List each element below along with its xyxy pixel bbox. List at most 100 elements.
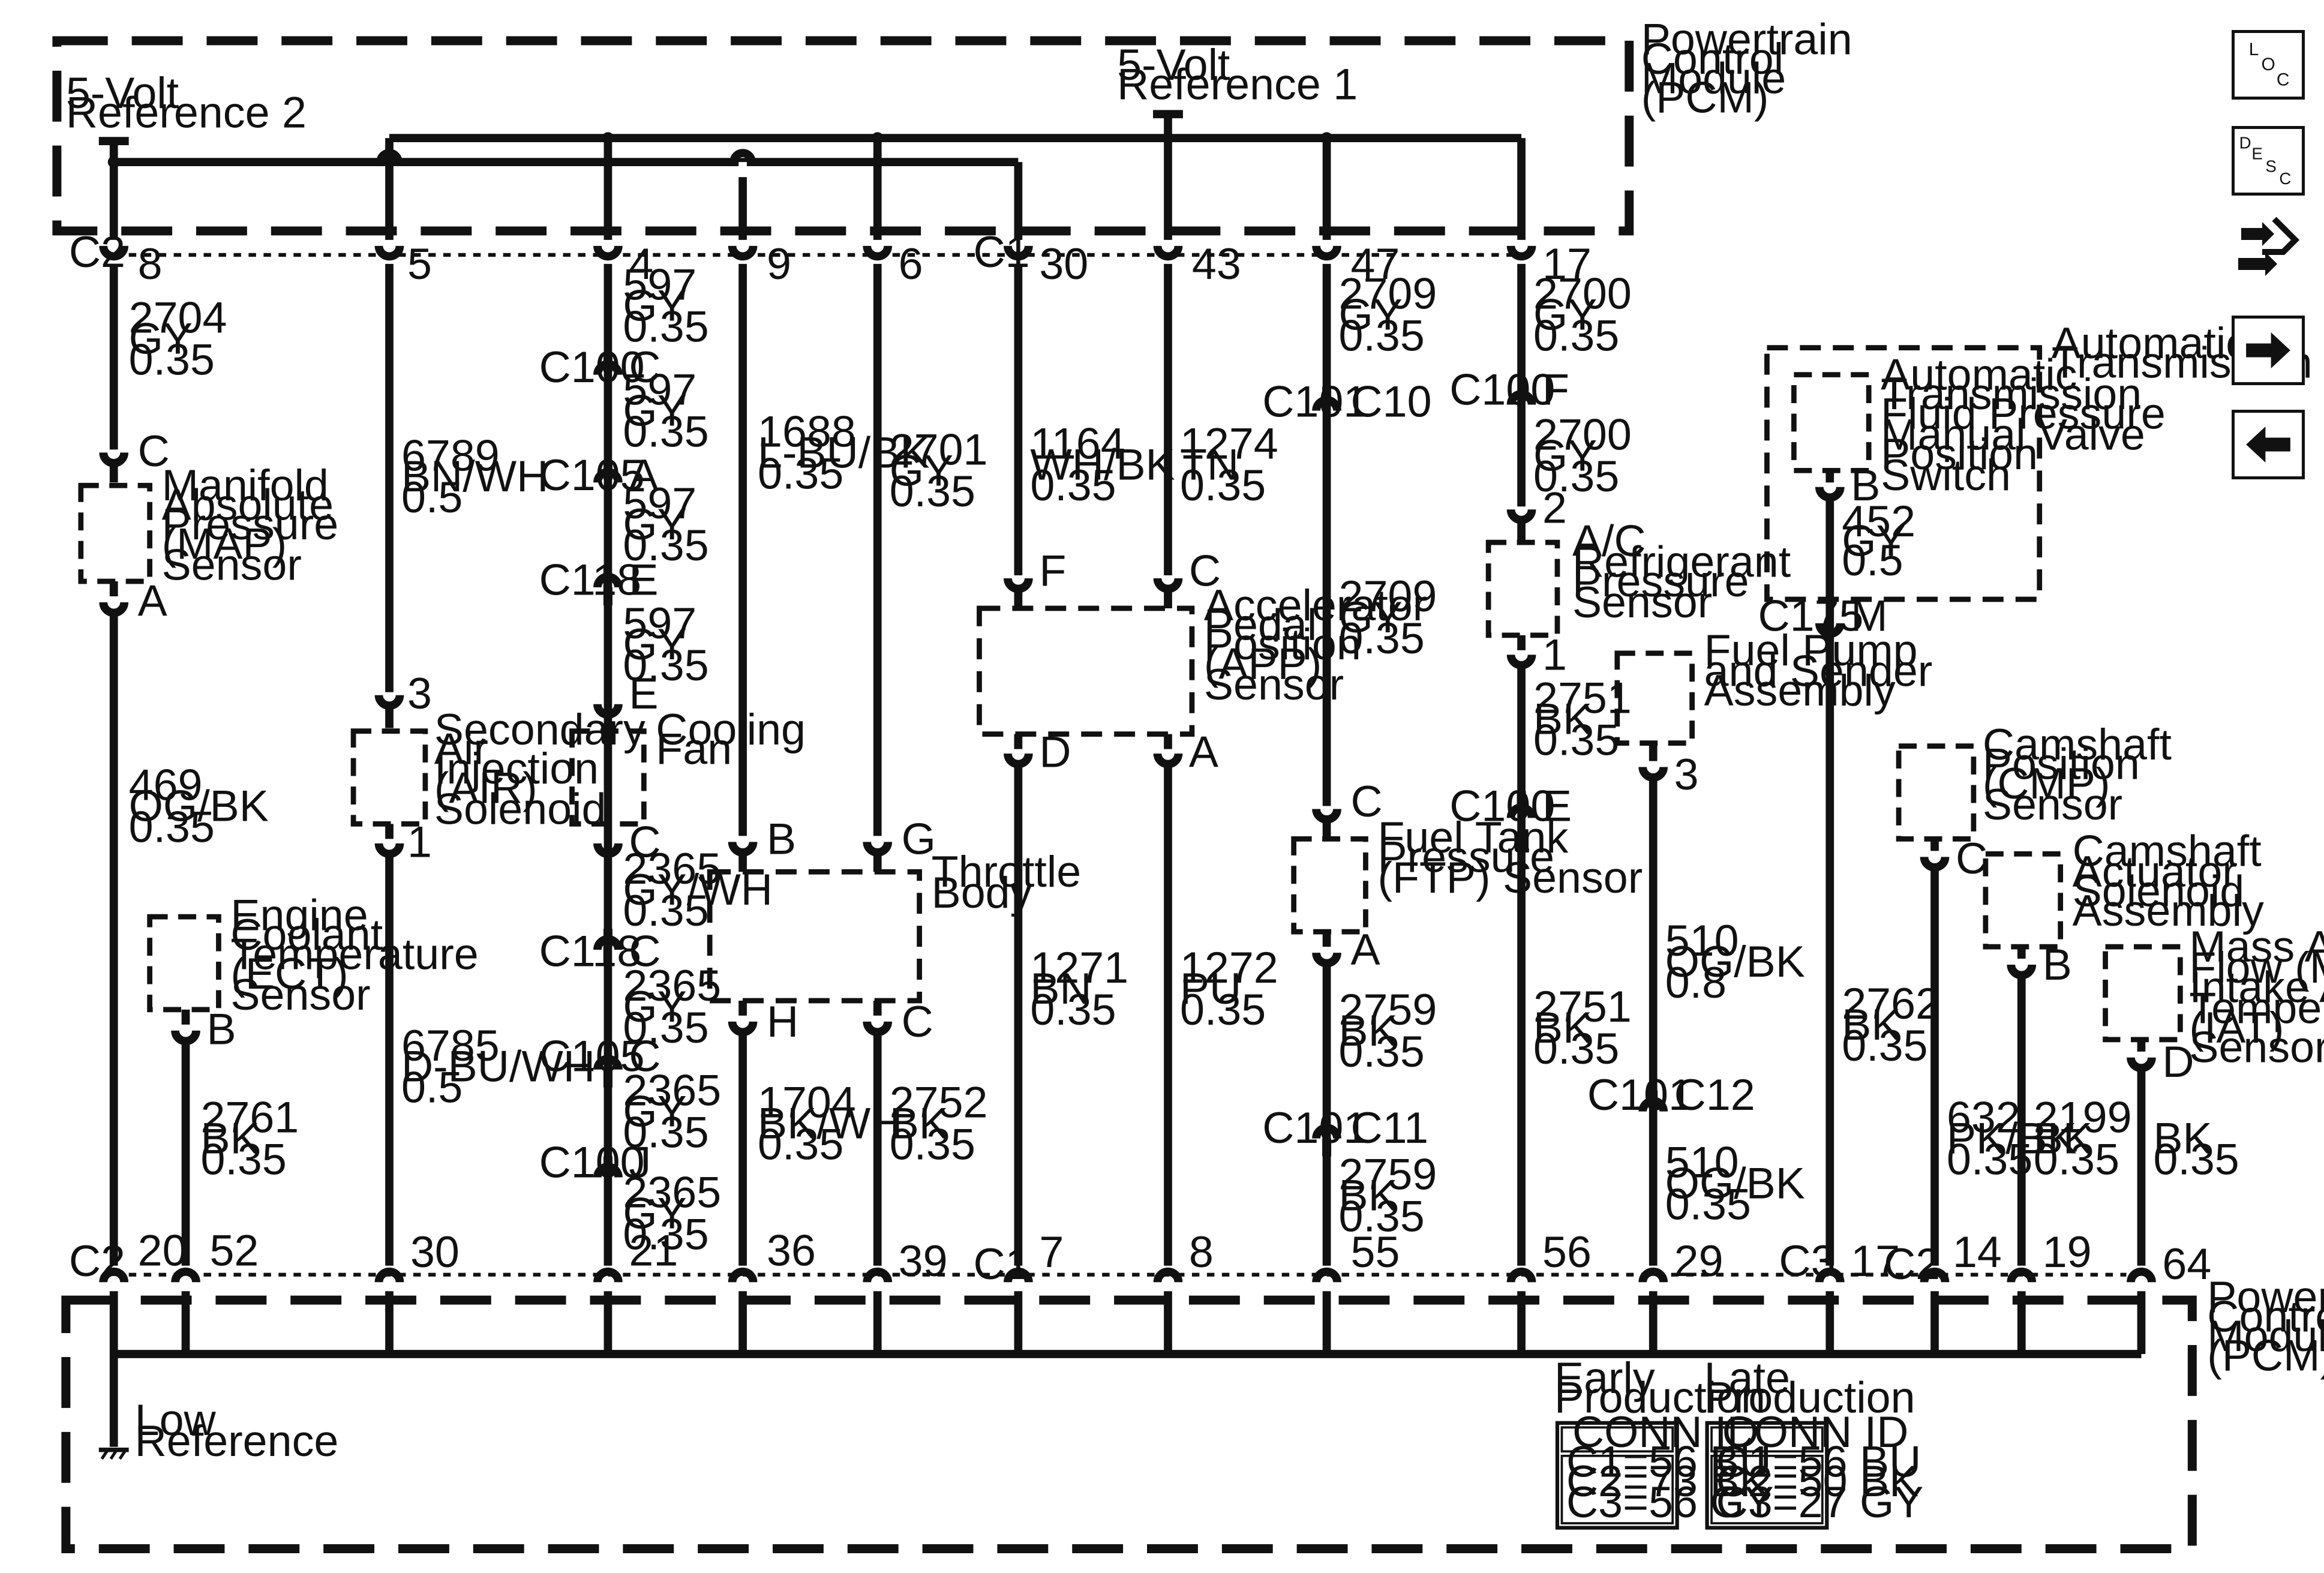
pcm-top-box: Powertrain Control Module (PCM) 5-Volt R… — [52, 14, 1852, 236]
svg-text:D-BU/WH: D-BU/WH — [401, 1041, 595, 1091]
svg-text:4: 4 — [629, 239, 653, 289]
svg-text:(MAP): (MAP) — [162, 519, 287, 569]
svg-text:1272: 1272 — [1180, 942, 1278, 992]
svg-text:G: G — [902, 813, 936, 863]
svg-text:C: C — [629, 926, 660, 976]
svg-text:0.35: 0.35 — [1533, 715, 1619, 765]
svg-text:and Sender: and Sender — [1704, 646, 1933, 696]
loc-button[interactable]: L O C — [2232, 30, 2305, 100]
svg-text:E: E — [2251, 145, 2262, 163]
svg-text:BK: BK — [1533, 694, 1592, 744]
svg-text:2709: 2709 — [1339, 269, 1437, 319]
svg-text:C105: C105 — [539, 450, 645, 500]
previous-page-button[interactable] — [2232, 410, 2305, 479]
svg-text:Pressure: Pressure — [1572, 556, 1749, 606]
pcm-top-label-4: (PCM) — [1641, 73, 1769, 122]
svg-text:0.35: 0.35 — [623, 885, 708, 935]
svg-text:C101: C101 — [1587, 1070, 1693, 1119]
svg-text:BK: BK — [1339, 1005, 1398, 1055]
svg-text:A: A — [1351, 924, 1380, 974]
svg-text:30: 30 — [410, 1227, 460, 1277]
svg-text:0.35: 0.35 — [2153, 1134, 2239, 1184]
svg-text:20: 20 — [138, 1226, 187, 1275]
conn-id-table-early: Early Production CONN ID C1=56 BU C2=73 … — [1554, 1353, 1774, 1530]
svg-text:0.35: 0.35 — [1533, 451, 1619, 501]
svg-text:Air: Air — [434, 724, 488, 774]
svg-text:17: 17 — [1542, 239, 1592, 289]
svg-text:M: M — [1851, 590, 1887, 640]
svg-text:0.35: 0.35 — [1030, 460, 1116, 510]
bottom-pin-36: 36 — [728, 1226, 816, 1283]
svg-text:(ECT): (ECT) — [230, 948, 348, 998]
early-title-1: Early — [1554, 1353, 1655, 1403]
svg-text:0.35: 0.35 — [623, 1107, 708, 1157]
svg-text:GY: GY — [129, 314, 193, 364]
ref1-label-1: 5-Volt — [1117, 40, 1230, 89]
bottom-pin-64: 64 — [2127, 1239, 2211, 1289]
svg-text:C100: C100 — [539, 342, 645, 392]
svg-text:Automatic: Automatic — [2052, 318, 2248, 368]
connector-view-button[interactable] — [2232, 213, 2305, 285]
svg-text:GY: GY — [1533, 290, 1597, 340]
maf-iat-sensor-circuit: Mass Air Flow (MAF)/ Intake Air Temperat… — [2103, 921, 2324, 1266]
svg-text:6789: 6789 — [401, 430, 500, 480]
bottom-pin-39: 39 — [863, 1236, 948, 1286]
svg-text:Sensor: Sensor — [230, 969, 370, 1019]
svg-text:F: F — [1039, 546, 1066, 596]
desc-button[interactable]: D E S C — [2232, 126, 2305, 196]
svg-text:0.35: 0.35 — [1180, 460, 1266, 510]
svg-text:C: C — [1956, 833, 1987, 883]
svg-text:GY: GY — [1533, 430, 1597, 480]
svg-text:GY: GY — [623, 1086, 686, 1136]
svg-text:Sensor: Sensor — [1204, 659, 1344, 709]
svg-text:F: F — [1542, 364, 1569, 414]
svg-text:O: O — [2261, 55, 2275, 74]
pcm-top-label-1: Powertrain — [1641, 14, 1852, 64]
top-pin-5: 5 — [374, 239, 432, 289]
svg-text:29: 29 — [1674, 1236, 1724, 1286]
svg-text:C10: C10 — [1351, 376, 1432, 426]
svg-text:Sensor: Sensor — [162, 540, 302, 590]
svg-text:BK: BK — [1842, 999, 1900, 1049]
svg-text:0.35: 0.35 — [623, 406, 708, 456]
svg-text:GY: GY — [1339, 592, 1403, 642]
svg-text:Engine: Engine — [230, 890, 368, 940]
svg-text:0.35: 0.35 — [1180, 984, 1266, 1034]
next-page-button[interactable] — [2232, 316, 2305, 385]
svg-text:2701: 2701 — [890, 424, 988, 474]
svg-text:OG/BK: OG/BK — [1665, 936, 1805, 986]
svg-text:0.35: 0.35 — [758, 1119, 843, 1169]
svg-text:14: 14 — [1953, 1227, 2002, 1277]
svg-text:BK: BK — [200, 1113, 259, 1163]
svg-text:C: C — [2279, 169, 2291, 188]
svg-text:C101: C101 — [1262, 1103, 1368, 1152]
svg-text:GY: GY — [623, 499, 686, 549]
svg-text:0.35: 0.35 — [623, 520, 708, 570]
svg-text:(AIR): (AIR) — [434, 763, 538, 812]
svg-text:A: A — [629, 450, 658, 500]
svg-text:C101: C101 — [1262, 376, 1368, 426]
svg-text:Intake Air: Intake Air — [2189, 962, 2324, 1011]
svg-text:WH/BK: WH/BK — [1030, 439, 1175, 489]
svg-text:6785: 6785 — [401, 1020, 500, 1070]
svg-text:1271: 1271 — [1030, 942, 1128, 992]
bottom-pin-52: 52 — [171, 1226, 259, 1283]
svg-text:Fluid Pressure: Fluid Pressure — [1881, 388, 2166, 438]
pcm-bottom-label-3: Module — [2207, 1311, 2324, 1361]
arrow-left-icon — [2246, 427, 2290, 463]
svg-text:BK: BK — [2034, 1113, 2092, 1163]
pcm-top-label-2: Control — [1641, 34, 1783, 83]
svg-text:C100: C100 — [1449, 364, 1555, 414]
top-pin-43: 43 — [1153, 239, 1241, 289]
svg-text:2199: 2199 — [2034, 1092, 2132, 1142]
svg-text:C3=27 GY: C3=27 GY — [1716, 1477, 1924, 1527]
svg-text:Fuel Tank: Fuel Tank — [1377, 812, 1568, 862]
svg-text:Automatic: Automatic — [1881, 350, 2077, 400]
svg-text:2700: 2700 — [1533, 269, 1632, 319]
